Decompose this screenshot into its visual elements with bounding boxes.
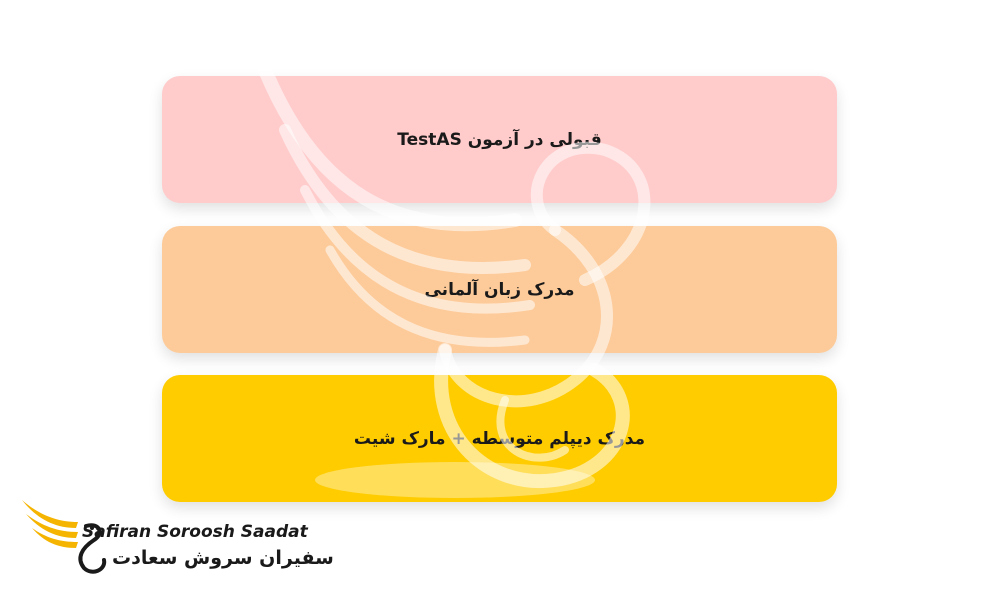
requirement-label: مدرک دیپلم متوسطه + مارک شیت <box>353 428 646 449</box>
requirement-card-testas: قبولی در آزمون TestAS <box>162 76 837 203</box>
requirement-card-diploma: مدرک دیپلم متوسطه + مارک شیت <box>162 375 837 502</box>
brand-logo: Safiran Soroosh Saadat سفیران سروش سعادت <box>20 492 334 582</box>
brand-name-fa: سفیران سروش سعادت <box>112 547 334 569</box>
requirement-label: مدرک زبان آلمانی <box>424 279 575 300</box>
brand-name-en: Safiran Soroosh Saadat <box>82 522 308 542</box>
swan-wing-logo-icon <box>22 500 107 574</box>
requirement-card-german-language: مدرک زبان آلمانی <box>162 226 837 353</box>
requirement-label: قبولی در آزمون TestAS <box>397 129 602 150</box>
